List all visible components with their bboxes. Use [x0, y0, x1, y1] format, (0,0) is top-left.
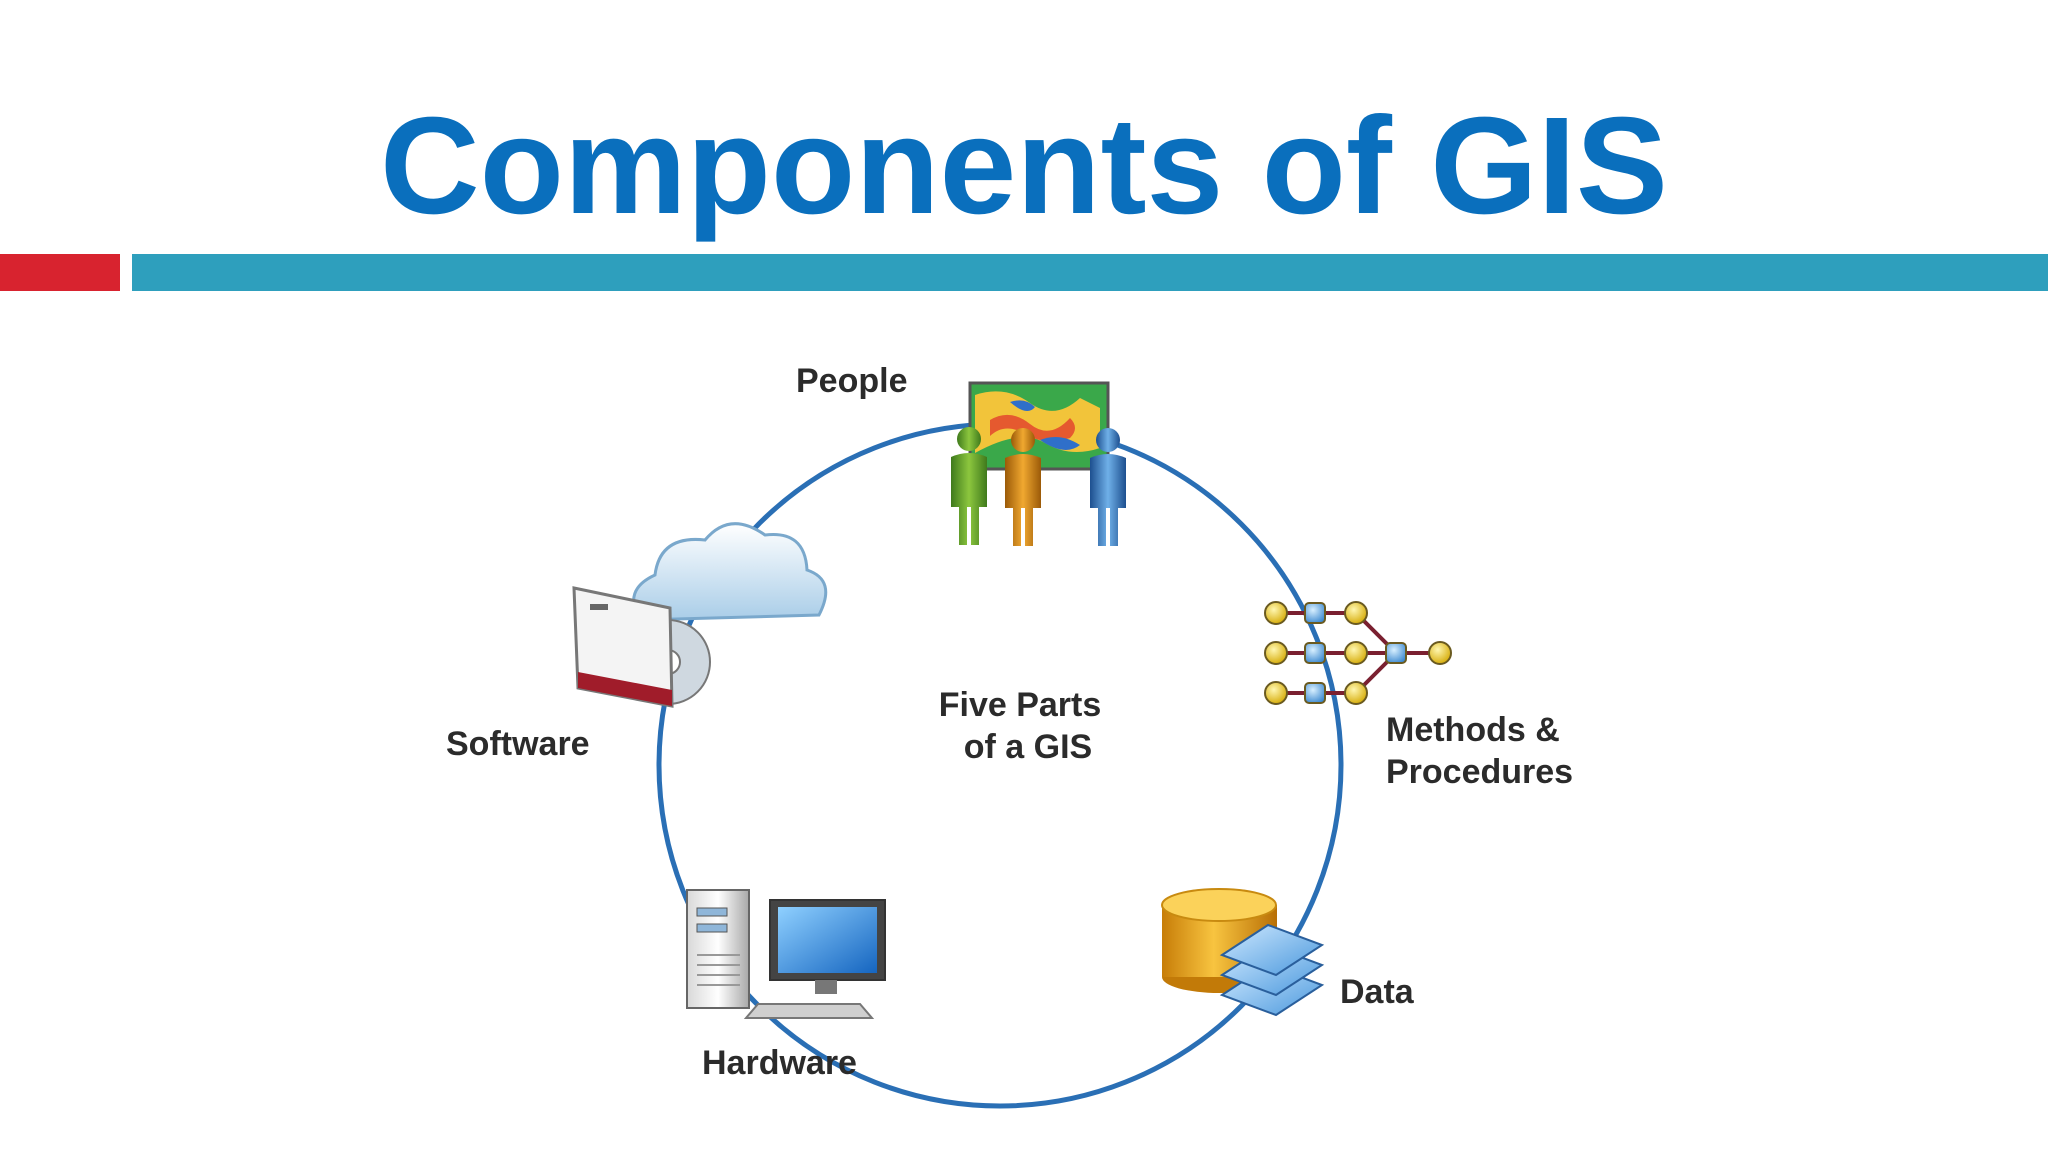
slide-title: Components of GIS: [380, 89, 1668, 243]
software-label: Software: [446, 725, 590, 763]
computer-icon: [686, 889, 886, 1019]
software-cloud-icon: [632, 522, 828, 622]
people-label: People: [796, 362, 907, 400]
accent-bar-red: [0, 254, 120, 291]
workflow-node-set: [1264, 601, 1452, 705]
accent-bar-teal: [132, 254, 2048, 291]
data-label: Data: [1340, 973, 1415, 1011]
methods-label-line-1: Methods &: [1386, 711, 1560, 749]
center-label-line-1: Five Parts: [939, 686, 1102, 724]
methods-label-line-2: Procedures: [1386, 753, 1573, 791]
hardware-label: Hardware: [702, 1044, 857, 1082]
center-label-line-2: of a GIS: [964, 728, 1092, 766]
people-icon: [951, 381, 1126, 546]
software-box-icon: [572, 586, 711, 708]
data-layers-icon: [1219, 923, 1325, 1017]
